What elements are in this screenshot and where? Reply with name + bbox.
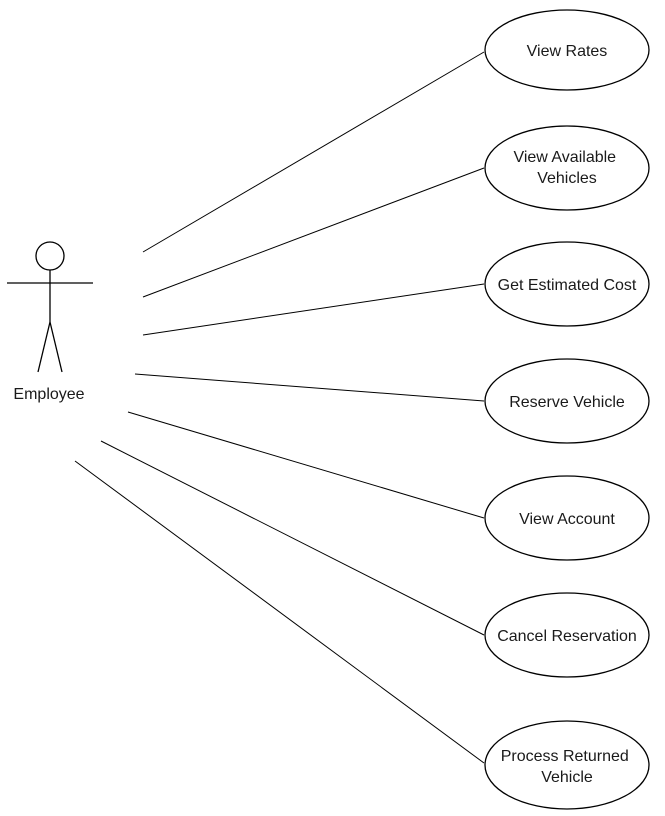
actor-head: [35, 241, 65, 271]
actor-right-leg: [49, 321, 63, 373]
association-line-get-estimated-cost: [142, 283, 485, 336]
use-case-label-line: Process Returned: [501, 748, 629, 765]
use-case-label: View Account: [519, 511, 615, 528]
use-case-reserve-vehicle: Reserve Vehicle: [484, 358, 650, 444]
use-case-ellipse: [484, 358, 650, 444]
use-case-label-line: View Rates: [527, 43, 608, 60]
use-case-view-rates: View Rates: [484, 9, 650, 91]
actor-left-leg: [37, 321, 51, 373]
use-case-label-line: View Available: [513, 149, 616, 166]
actor-employee: Employee: [7, 241, 93, 403]
use-case-label: Cancel Reservation: [497, 628, 637, 645]
use-case-process-returned-vehicle: Process Returned Vehicle: [484, 720, 650, 810]
use-case-view-available-vehicles: View Available Vehicles: [484, 125, 650, 211]
use-case-ellipse: [484, 592, 650, 678]
association-line-cancel-reservation: [100, 440, 485, 636]
use-case-label-line: Reserve Vehicle: [509, 394, 625, 411]
association-line-view-rates: [142, 51, 485, 253]
use-case-label: View Rates: [527, 43, 608, 60]
association-line-view-account: [127, 411, 485, 519]
associations: [74, 51, 485, 764]
use-case-view-account: View Account: [484, 475, 650, 561]
use-case-get-estimated-cost: Get Estimated Cost: [484, 241, 650, 327]
use-case-ellipse: [484, 720, 650, 810]
use-cases: View Rates View Available Vehicles Get E…: [484, 9, 650, 810]
use-case-label-line: Get Estimated Cost: [498, 277, 637, 294]
use-case-ellipse: [484, 9, 650, 91]
use-case-label-line: Vehicles: [537, 170, 597, 187]
use-case-label-line: Vehicle: [541, 769, 593, 786]
use-case-label: Process Returned Vehicle: [501, 748, 634, 786]
use-case-label: Get Estimated Cost: [498, 277, 637, 294]
use-case-ellipse: [484, 241, 650, 327]
use-case-label-line: View Account: [519, 511, 615, 528]
association-line-view-available-vehicles: [142, 167, 485, 298]
use-case-label: View Available Vehicles: [513, 149, 620, 187]
use-case-ellipse: [484, 475, 650, 561]
use-case-label-line: Cancel Reservation: [497, 628, 637, 645]
association-line-reserve-vehicle: [134, 373, 485, 402]
use-case-label: Reserve Vehicle: [509, 394, 625, 411]
association-line-process-returned-vehicle: [74, 460, 485, 764]
actor-label: Employee: [13, 386, 84, 403]
use-case-cancel-reservation: Cancel Reservation: [484, 592, 650, 678]
use-case-ellipse: [484, 125, 650, 211]
